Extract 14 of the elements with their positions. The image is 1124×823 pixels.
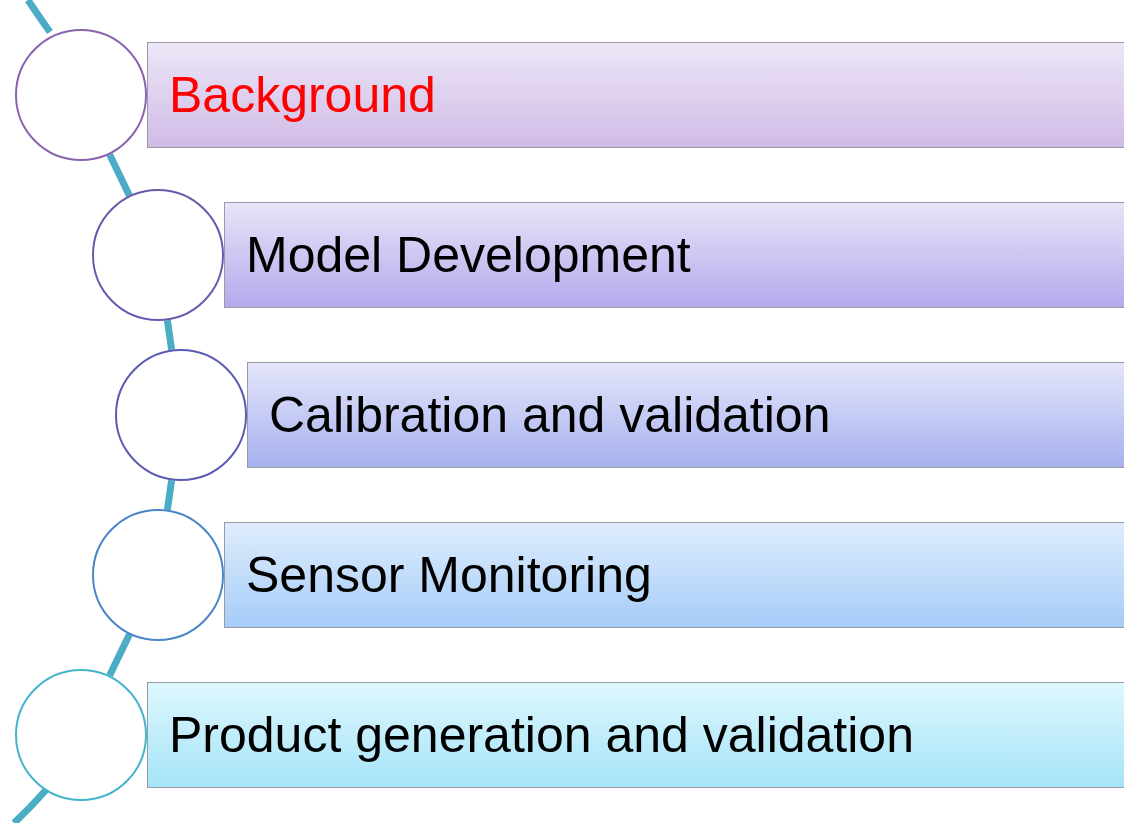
list-bar (224, 522, 1124, 628)
bar-label: Sensor Monitoring (246, 547, 652, 603)
bar-label: Model Development (246, 227, 691, 283)
connector-line (106, 632, 133, 678)
bar-label: Calibration and validation (269, 387, 831, 443)
connector-line (163, 479, 176, 511)
list-bar (147, 42, 1124, 148)
list-bar (224, 202, 1124, 308)
bar-label: Background (169, 67, 436, 123)
list-bar (147, 682, 1124, 788)
connector-line (163, 319, 176, 351)
bar-label: Product generation and validation (169, 707, 914, 763)
list-bar (247, 362, 1124, 468)
connector-line (106, 152, 133, 198)
